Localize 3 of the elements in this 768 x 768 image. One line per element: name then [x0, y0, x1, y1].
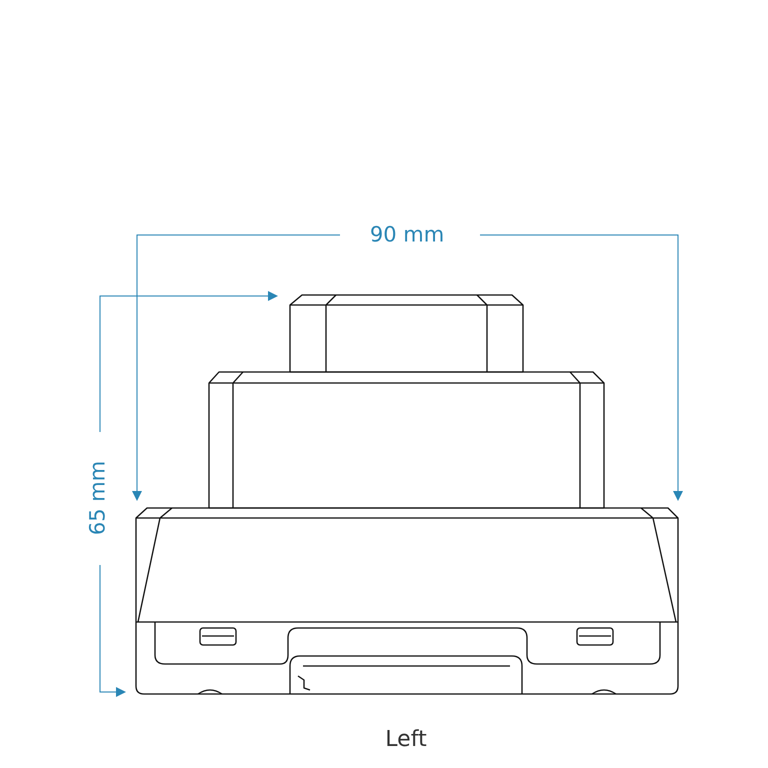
dimension-label: 90 mm — [370, 224, 444, 246]
dimension-label: 65 mm — [88, 460, 108, 536]
caption: Left — [385, 729, 427, 751]
